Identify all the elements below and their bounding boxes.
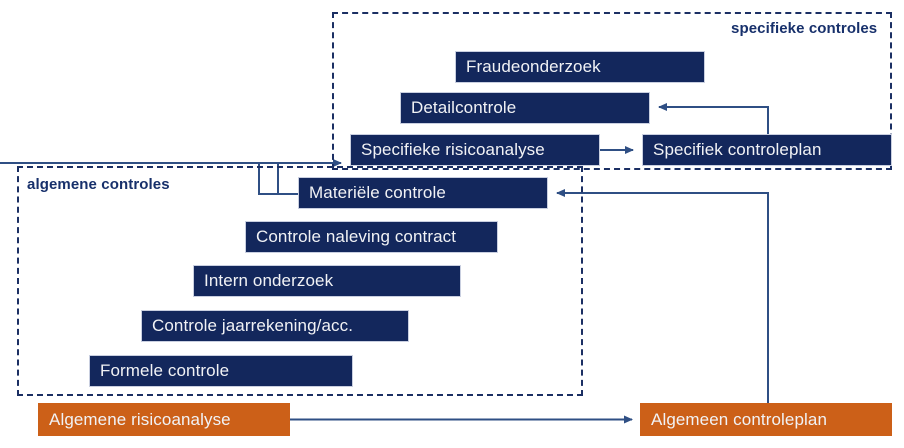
group-label-algemene-controles: algemene controles (27, 176, 170, 193)
node-intern-onderzoek[interactable]: Intern onderzoek (193, 265, 461, 297)
node-fraudeonderzoek[interactable]: Fraudeonderzoek (455, 51, 705, 83)
node-algemene-risicoanalyse[interactable]: Algemene risicoanalyse (38, 403, 290, 436)
node-formele-controle[interactable]: Formele controle (89, 355, 353, 387)
node-specifiek-controleplan[interactable]: Specifiek controleplan (642, 134, 892, 166)
group-box-algemene-controles (17, 166, 583, 396)
group-label-specifieke-controles: specifieke controles (731, 20, 878, 37)
node-controle-jaarrekening[interactable]: Controle jaarrekening/acc. (141, 310, 409, 342)
connector-algemeen-controleplan-to-materiele-controle (556, 189, 769, 403)
group-box-specifieke-controles (332, 12, 892, 170)
node-algemeen-controleplan[interactable]: Algemeen controleplan (640, 403, 892, 436)
node-materiele-controle[interactable]: Materiële controle (298, 177, 548, 209)
node-detailcontrole[interactable]: Detailcontrole (400, 92, 650, 124)
node-specifieke-risicoanalyse[interactable]: Specifieke risicoanalyse (350, 134, 600, 166)
node-controle-naleving-contract[interactable]: Controle naleving contract (245, 221, 498, 253)
